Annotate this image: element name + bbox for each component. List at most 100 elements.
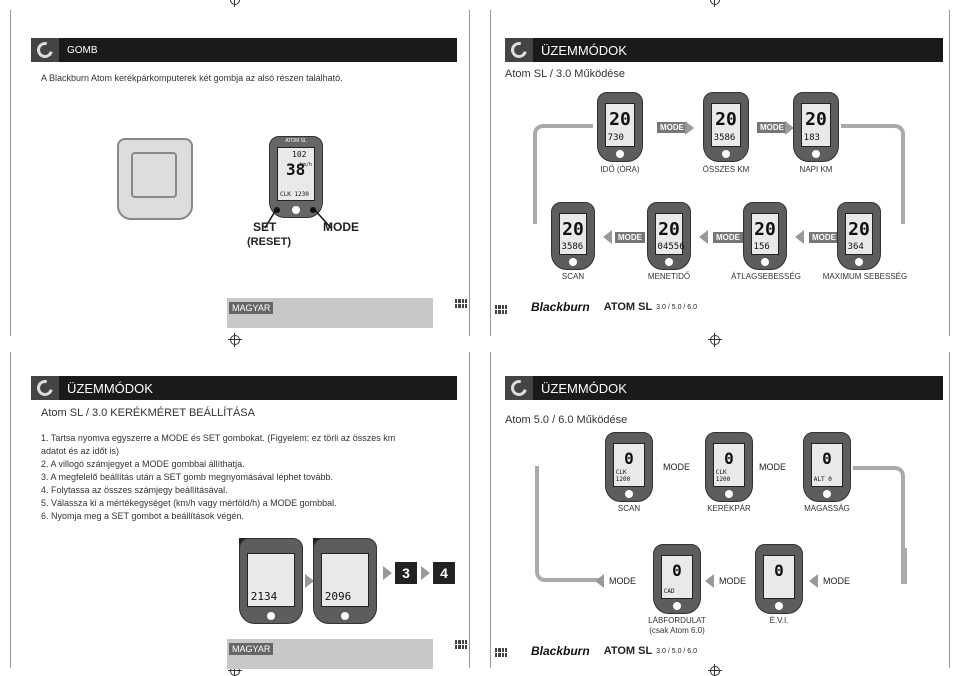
flow-line-left [535,466,603,582]
device-low-value: 364 [847,241,864,252]
device-big-value: 20 [658,218,680,240]
page-wheel-size: ÜZEMMÓDOK Atom SL / 3.0 KERÉKMÉRET BEÁLL… [10,352,470,669]
device-low-value: 730 [607,133,624,144]
device-dot-icon [725,490,733,498]
crop-mark [228,333,242,347]
device-dot-icon [855,258,863,266]
flow-line-right [841,124,905,224]
mode-label: MODE [757,122,787,133]
device-big-value: 0 [724,449,734,469]
device-low-value: 3586 [713,133,736,144]
step-1: 1. Tartsa nyomva egyszerre a MODE és SET… [41,433,396,456]
device-big-value: 20 [562,218,584,240]
device-dot-icon [761,258,769,266]
device-screen-unit: km/h [299,162,312,168]
device-figure-1: 2134 [239,538,303,624]
device-dot-icon [569,258,577,266]
device-dot-icon [665,258,673,266]
page-gomb: GOMB A Blackburn Atom kerékpárkomputerek… [10,10,470,336]
device-big-value: 20 [805,109,827,131]
device-evi: 0 [755,544,803,614]
page-uzemmodok-sl: ÜZEMMÓDOK Atom SL / 3.0 Működése 20 730 M… [490,10,950,336]
brand-footer: Blackburn ATOM SL 3.0 / 5.0 / 6.0 [531,300,697,314]
device-screen-low: CLK 1230 [280,191,309,198]
device-big-value: 0 [624,449,634,469]
device-dot-icon [341,612,349,620]
step-box-4: 4 [433,562,455,584]
step-6: 6. Nyomja meg a SET gombot a beállítások… [41,511,244,521]
mode-label: MODE [657,122,687,133]
device-low-value: 183 [803,133,820,144]
section-header: GOMB [31,38,457,62]
step-2: 2. A villogó számjegyet a MODE gombbal á… [41,459,245,469]
grid-icon [455,299,467,308]
model-versions: 3.0 / 5.0 / 6.0 [656,303,698,311]
brand-name: Blackburn [531,300,590,314]
section-subtitle: Atom 5.0 / 6.0 Működése [505,414,628,426]
language-bar: MAGYAR [227,298,433,328]
section-header: ÜZEMMÓDOK [505,38,943,62]
device-dot-icon [722,150,730,158]
arrow-left-icon [603,230,612,244]
step-3: 3. A megfelelő beállítás után a SET gomb… [41,472,334,482]
device-big-value: 0 [774,561,784,581]
device-brand: ATOM SL [285,138,307,144]
mode-button-label: MODE [323,220,359,234]
device-dot-icon [267,612,275,620]
device-dot-icon [292,206,300,214]
set-button-label: SET [253,220,277,234]
device-big-value: 20 [848,218,870,240]
arrow-left-icon [699,230,708,244]
device-low-value: 2096 [324,589,352,603]
brand-name: Blackburn [531,644,590,658]
device-dot-icon [673,602,681,610]
button-callout-lines [264,207,332,229]
device-caption: KERÉKPÁR [707,504,751,513]
device-caption: NAPI KM [799,165,833,174]
device-low-value: 3586 [561,241,584,252]
device-low-value: ALT 0 [813,476,832,484]
device-low-value: CLK 1200 [715,469,731,484]
device-big-value: 20 [609,109,631,131]
crop-mark [708,333,722,347]
device-caption: É.V.I. [769,616,789,625]
device-front-image: ATOM SL 102 38 km/h CLK 1230 [269,136,323,218]
reset-button-label: (RESET) [247,236,291,248]
arrow-right-icon [785,121,794,135]
device-caption: MAXIMUM SEBESSÉG [822,272,908,281]
section-subtitle: Atom SL / 3.0 KERÉKMÉRET BEÁLLÍTÁSA [41,407,255,419]
device-dot-icon [775,602,783,610]
blackburn-logo-icon [31,38,59,62]
device-figure-2: 2096 [313,538,377,624]
arrow-left-icon [595,574,604,588]
mode-label: MODE [713,232,743,243]
device-caption: SCAN [561,272,585,281]
device-low-value: 156 [753,241,770,252]
arrow-right-icon [685,121,694,135]
device-low-value: CAD [663,588,675,596]
blackburn-logo-icon [505,376,533,400]
model-name: ATOM SL [603,645,653,657]
section-subtitle: Atom SL / 3.0 Működése [505,68,626,80]
mode-label: MODE [663,462,690,472]
step-4: 4. Folytassa az összes számjegy beállítá… [41,485,228,495]
device-caption: IDŐ (ÓRA) [600,165,640,174]
device-caption: MENETIDŐ [647,272,691,281]
device-screen-top: 102 [292,150,307,159]
device-caption: LÁBFORDULAT [648,616,706,625]
mode-label: MODE [809,232,839,243]
model-name: ATOM SL [603,301,653,313]
section-header: ÜZEMMÓDOK [505,376,943,400]
device-dot-icon [812,150,820,158]
brand-footer: Blackburn ATOM SL 3.0 / 5.0 / 6.0 [531,644,697,658]
device-dot-icon [616,150,624,158]
crop-mark [228,0,242,7]
language-label: MAGYAR [229,302,274,314]
